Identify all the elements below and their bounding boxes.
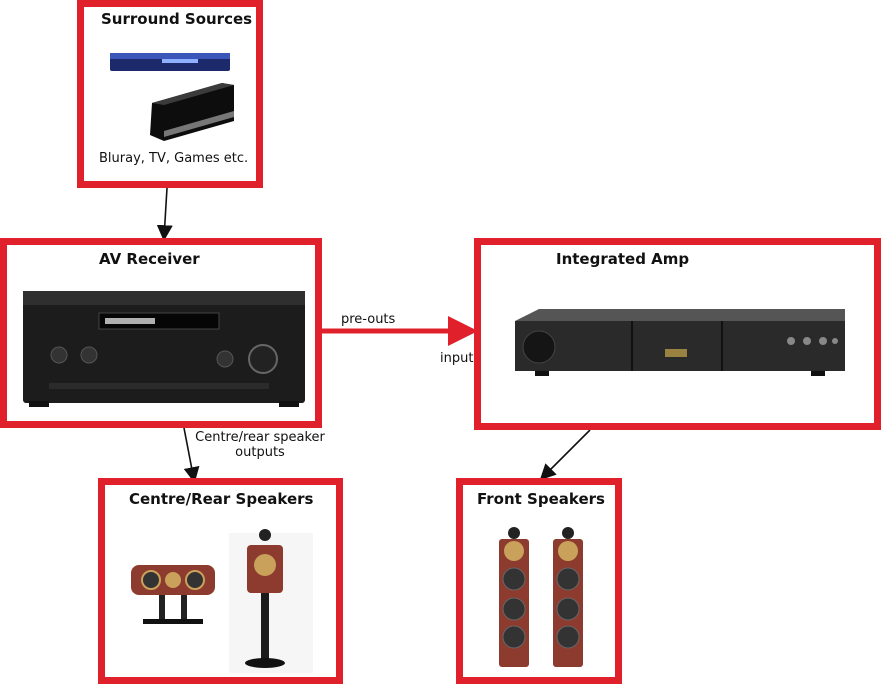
- front-speakers-box: Front Speakers: [456, 478, 622, 684]
- av-receiver-image: [23, 291, 305, 407]
- arrow-receiver-to-centre-speakers: [183, 427, 200, 484]
- surround-sources-title: Surround Sources: [101, 10, 253, 28]
- surround-sources-caption: Bluray, TV, Games etc.: [99, 151, 249, 166]
- front-speakers-image: [499, 527, 583, 667]
- centre-rear-speakers-box: Centre/Rear Speakers: [98, 478, 343, 684]
- front-speaker-left: [499, 527, 529, 667]
- surround-sources-box: Surround Sources Bluray, TV, Games etc.: [77, 0, 263, 188]
- integrated-amp-image: [515, 309, 845, 376]
- centre-rear-speakers-title: Centre/Rear Speakers: [129, 490, 314, 508]
- arrow-amp-to-front-speakers: [539, 429, 591, 481]
- centre-rear-speakers-image: [131, 529, 313, 673]
- front-speakers-title: Front Speakers: [477, 490, 605, 508]
- front-speaker-right: [553, 527, 583, 667]
- av-receiver-box: AV Receiver: [0, 238, 322, 428]
- preouts-label: pre-outs: [341, 312, 396, 327]
- centre-rear-outputs-line1: Centre/rear speaker: [195, 430, 325, 445]
- input-label: input: [440, 351, 474, 366]
- centre-rear-outputs-line2: outputs: [235, 445, 285, 460]
- bluray-ps3-image: [110, 53, 234, 141]
- av-receiver-title: AV Receiver: [99, 250, 200, 268]
- integrated-amp-title: Integrated Amp: [556, 250, 690, 268]
- integrated-amp-box: Integrated Amp: [474, 238, 881, 430]
- arrow-sources-to-receiver: [156, 187, 173, 242]
- centre-rear-outputs-label: Centre/rear speaker outputs: [190, 430, 330, 460]
